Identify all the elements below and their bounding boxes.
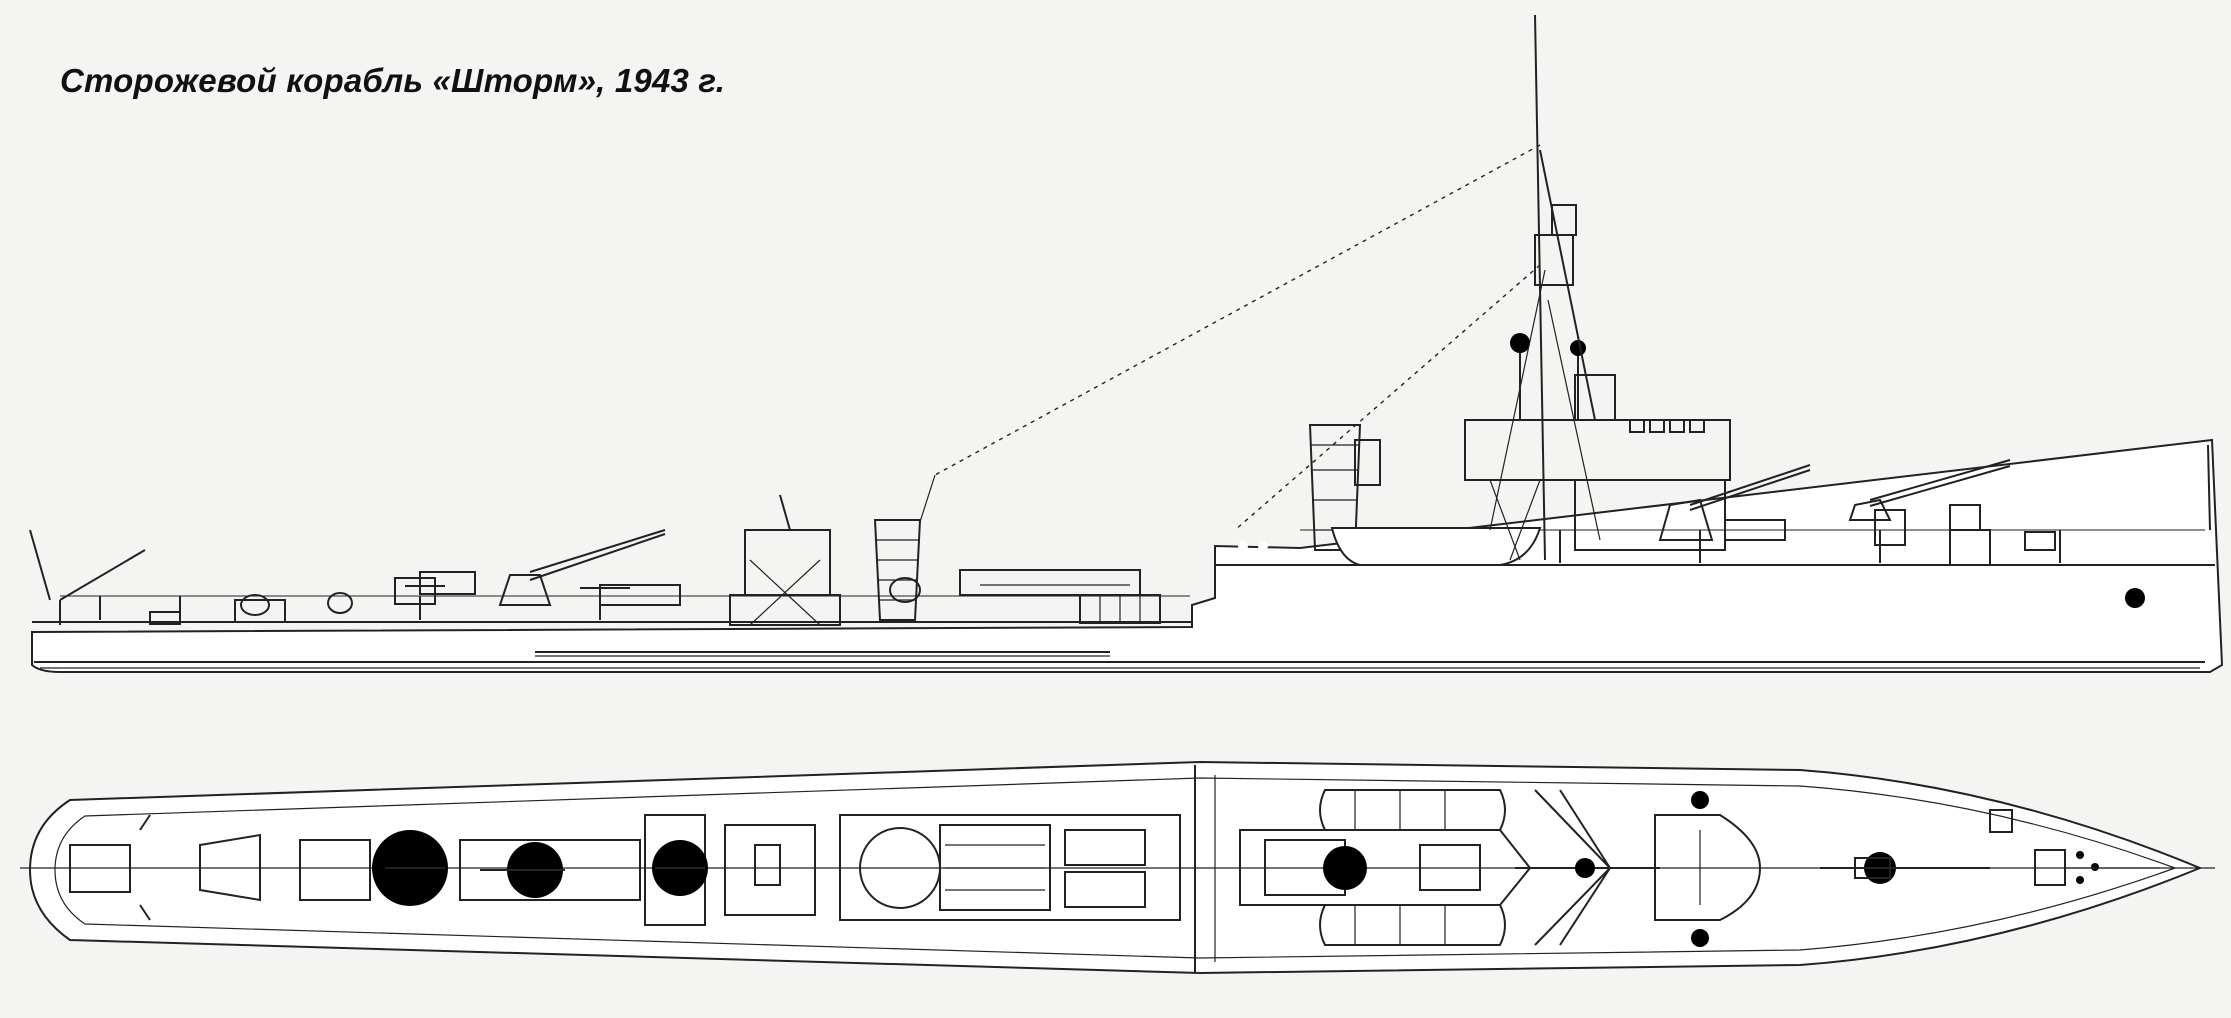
plan-view	[20, 760, 2215, 975]
portholes	[248, 541, 2050, 645]
bitt-1	[2076, 851, 2084, 859]
aft-funnel	[873, 519, 922, 621]
quarterdeck-house	[459, 839, 641, 901]
vent-stbd	[1691, 929, 1709, 947]
torpedo-mount	[959, 569, 1141, 596]
bridge-bracing	[1489, 479, 1541, 561]
mine-reel	[327, 592, 353, 614]
stern-davit	[29, 529, 146, 625]
aft-winch-plan	[199, 833, 261, 902]
bridge-plan	[1239, 829, 1532, 906]
funnel-plan	[939, 824, 1051, 911]
direction-finder	[1570, 340, 1586, 356]
stern-chocks	[69, 814, 151, 921]
vent-port	[1691, 791, 1709, 809]
searchlight-house	[724, 824, 816, 916]
aerial-aft	[1234, 264, 1541, 531]
aft-reel	[234, 599, 286, 623]
compass-plan	[1323, 846, 1367, 890]
aft-winch	[149, 611, 181, 625]
searchlight-plan	[754, 844, 781, 886]
mast-head-plan	[1575, 858, 1595, 878]
mast-platform	[1534, 234, 1574, 286]
jackstaff	[2207, 444, 2211, 531]
fore-guns	[1658, 459, 2056, 566]
vent-rack-2	[1064, 871, 1146, 908]
aft-guns	[394, 529, 681, 606]
gun-1-shield	[1854, 857, 1891, 879]
hull-outline	[31, 438, 2224, 673]
fore-deckhouse-plan	[1654, 814, 1762, 921]
rangefinder	[1510, 333, 1530, 353]
funnel-cap	[1354, 439, 1381, 486]
bridge-lower	[1574, 479, 1726, 551]
anchor-windlass	[1989, 809, 2013, 833]
aerial-forward	[934, 144, 1541, 476]
whaleboat	[1330, 527, 1542, 566]
aft-reel-plan	[299, 839, 371, 901]
foremast	[1534, 14, 1546, 561]
aft-capstan	[240, 594, 270, 616]
wheelhouse-plan	[1419, 844, 1481, 891]
aft-pole	[779, 494, 791, 531]
anchor-hawse	[2125, 588, 2145, 608]
aft-deckhouse	[729, 594, 841, 626]
aft-searchlight	[889, 577, 921, 603]
compass-platform	[1574, 374, 1616, 421]
vent-rack-1	[1064, 829, 1146, 866]
bitt-3	[2091, 863, 2099, 871]
bitt-2	[2076, 876, 2084, 884]
side-profile	[29, 14, 2224, 673]
boat-starboard	[1319, 904, 1506, 946]
bridge-windows	[1629, 419, 1705, 433]
drawing-title: Сторожевой корабль «Шторм», 1943 г.	[60, 62, 726, 99]
engine-casing	[839, 814, 1181, 921]
